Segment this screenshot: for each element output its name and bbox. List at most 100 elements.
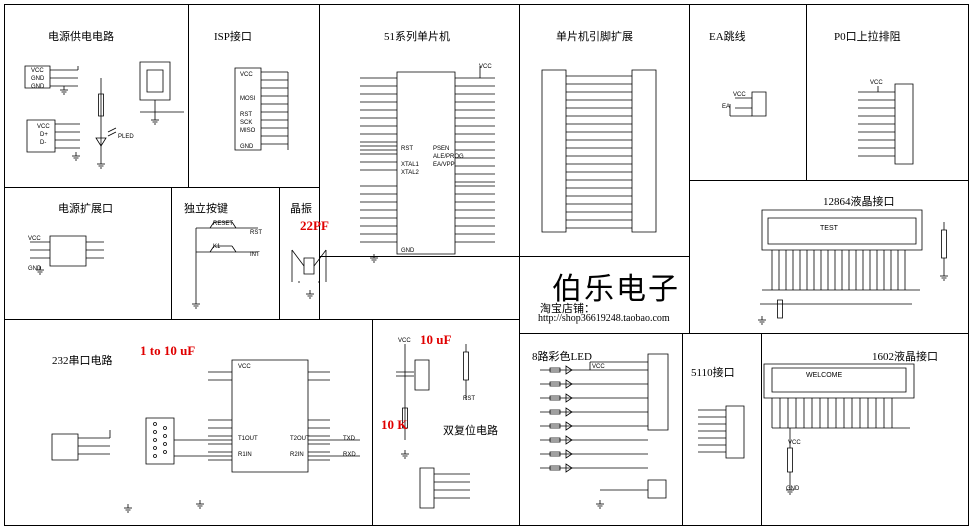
crystal-symbol [304, 258, 314, 274]
annotation-reset-cap: 10 uF [420, 332, 452, 347]
title-expand: 单片机引脚扩展 [556, 31, 633, 43]
mcu-ale-label: ALE/PROG [433, 154, 464, 160]
brand-logo-text: 伯乐电子 [552, 272, 680, 307]
wire [232, 246, 236, 252]
lcd1602-frame [764, 364, 914, 398]
resistor-symbol [464, 352, 469, 380]
rs232-rxd-label: RXD [343, 452, 356, 458]
annotation-reset-res: 10 K [381, 417, 408, 432]
title-xtal: 晶振 [290, 203, 312, 215]
led-resistor [550, 382, 560, 386]
db9-pin [154, 439, 157, 442]
resistor-symbol [99, 94, 104, 116]
led-header [648, 354, 668, 430]
isp-connector [235, 68, 261, 150]
panel-p0 [806, 4, 969, 181]
panel-xtal [279, 187, 320, 320]
db9-pin [154, 455, 157, 458]
led-diode [566, 394, 572, 402]
title-mcu: 51系列单片机 [384, 31, 450, 43]
led-resistor [550, 410, 560, 414]
resistor-symbol [403, 408, 408, 428]
isp-gnd-label: GND [240, 144, 254, 150]
panel-ea [689, 4, 807, 181]
power-vcc-label: VCC [31, 68, 44, 74]
led-resistor [550, 452, 560, 456]
panel-power-expand [4, 187, 172, 320]
ea-jumper [752, 92, 766, 116]
title-reset: 双复位电路 [443, 425, 498, 437]
wire [232, 222, 236, 228]
led-symbol [96, 138, 106, 146]
title-power: 电源供电电路 [48, 31, 114, 43]
led-arrow [108, 132, 116, 136]
wire [292, 250, 304, 266]
panel-expand [519, 4, 690, 257]
panel-power [4, 4, 189, 188]
title-power-expand: 电源扩展口 [58, 203, 113, 215]
mcu-ea-label: EA/VPP [433, 162, 455, 168]
led-diode [566, 380, 572, 388]
rs232-t2-label: T2OUT [290, 436, 310, 442]
mcu-gnd-label: GND [401, 248, 415, 254]
power-connector [25, 66, 50, 88]
expand-header-left [542, 70, 566, 232]
panel-lcd12864 [689, 180, 969, 335]
power-switch [140, 62, 170, 100]
db9-connector [146, 418, 174, 464]
power-dplus-label: D+ [40, 132, 48, 138]
key-int-label: INT [250, 252, 260, 258]
leds-vcc-label: VCC [592, 364, 605, 370]
title-leds: 8路彩色LED [532, 351, 592, 363]
rs232-t1-label: T1OUT [238, 436, 258, 442]
p0-vcc-label: VCC [870, 80, 883, 86]
resistor-symbol [942, 230, 947, 258]
panel-keys [171, 187, 280, 320]
led-resistor [550, 368, 560, 372]
wire [210, 222, 214, 228]
db9-pin [164, 435, 167, 438]
reset-header [420, 468, 434, 508]
title-lcd12864: 12864液晶接口 [823, 196, 895, 208]
isp-sck-label: SCK [240, 120, 253, 126]
panel-isp [188, 4, 320, 188]
isp-rst-label: RST [240, 112, 252, 118]
led-diode [566, 450, 572, 458]
panel-mcu [319, 4, 520, 257]
rs232-r2-label: R2IN [290, 452, 304, 458]
panel-reset [372, 319, 520, 526]
resistor-symbol [788, 448, 793, 472]
mcu-psen-label: PSEN [433, 146, 450, 152]
power-expand-connector [50, 236, 86, 266]
annotation-rs232-cap: 1 to 10 uF [140, 343, 196, 358]
power-led-label: PLED [118, 134, 134, 140]
power-dminus-label: D- [40, 140, 47, 146]
title-keys: 独立按键 [184, 203, 228, 215]
leds-vcc-jumper [648, 480, 666, 498]
led-diode [566, 366, 572, 374]
title-isp: ISP接口 [214, 31, 252, 43]
led-diode [566, 436, 572, 444]
reset-rst-label: RST [463, 396, 475, 402]
reset-vcc-label: VCC [398, 338, 411, 344]
mcu-chip [397, 72, 455, 254]
pe-vcc-label: VCC [28, 236, 41, 242]
title-ea: EA跳线 [709, 31, 746, 43]
key-k1-label: K1 [213, 244, 221, 250]
mcu-vcc-label: VCC [479, 64, 492, 70]
power-vcc2-label: VCC [37, 124, 50, 130]
p0-resnet [895, 84, 913, 164]
isp-mosi-label: MOSI [240, 96, 256, 102]
resistor-symbol [778, 300, 783, 318]
rs232-header [52, 434, 78, 460]
wire [314, 250, 326, 266]
panel-brand [519, 256, 690, 334]
panel-lcd1602 [761, 333, 969, 526]
lcd1602-screen [772, 368, 906, 392]
expand-header-right [632, 70, 656, 232]
ea-ea-label: EA [722, 104, 731, 110]
led-resistor [550, 466, 560, 470]
db9-pin [164, 427, 167, 430]
led-diode [566, 408, 572, 416]
